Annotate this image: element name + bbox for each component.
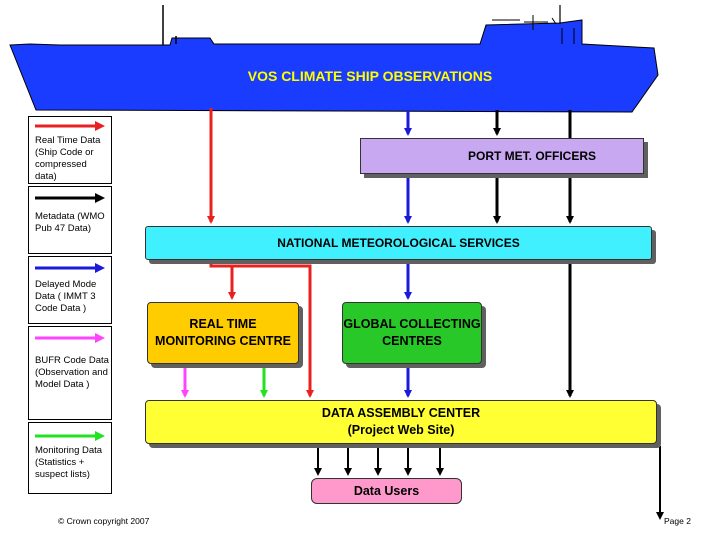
dac-title: DATA ASSEMBLY CENTER xyxy=(321,406,481,420)
legend-item-metadata: Metadata (WMO Pub 47 Data) xyxy=(28,186,112,254)
dac-to-users-arrows xyxy=(314,445,660,476)
green-arrow-icon xyxy=(35,431,105,441)
pink-arrow-icon xyxy=(35,333,105,343)
dac-subtitle: (Project Web Site) xyxy=(347,423,455,437)
blue-arrow-icon xyxy=(35,263,105,273)
port-met-officers-box: PORT MET. OFFICERS xyxy=(360,138,644,174)
black-arrow-icon xyxy=(35,193,105,203)
legend-item-monitoring: Monitoring Data (Statistics + suspect li… xyxy=(28,422,112,494)
legend-label-bufr: BUFR Code Data (Observation and Model Da… xyxy=(35,355,109,390)
page-number: Page 2 xyxy=(664,516,691,526)
national-met-services-box: NATIONAL METEOROLOGICAL SERVICES xyxy=(145,226,652,260)
legend-label-real-time: Real Time Data (Ship Code or compressed … xyxy=(35,135,101,182)
legend-label-delayed: Delayed Mode Data ( IMMT 3 Code Data ) xyxy=(35,279,97,314)
legend-item-delayed: Delayed Mode Data ( IMMT 3 Code Data ) xyxy=(28,256,112,324)
copyright-text: © Crown copyright 2007 xyxy=(58,516,150,526)
legend-label-monitoring: Monitoring Data (Statistics + suspect li… xyxy=(35,445,103,480)
ship-silhouette xyxy=(9,5,659,113)
global-collecting-centres-box: GLOBAL COLLECTING CENTRES xyxy=(342,302,482,364)
legend-item-bufr: BUFR Code Data (Observation and Model Da… xyxy=(28,326,112,420)
ship-title: VOS CLIMATE SHIP OBSERVATIONS xyxy=(247,68,493,84)
legend-item-real-time: Real Time Data (Ship Code or compressed … xyxy=(28,116,112,184)
legend-label-metadata: Metadata (WMO Pub 47 Data) xyxy=(35,211,105,234)
data-assembly-center-box: DATA ASSEMBLY CENTER (Project Web Site) xyxy=(145,400,657,444)
nms-to-dac-realtime-arrow xyxy=(211,264,314,398)
real-time-monitoring-centre-box: REAL TIME MONITORING CENTRE xyxy=(147,302,299,364)
data-users-box: Data Users xyxy=(311,478,462,504)
red-arrow-icon xyxy=(35,121,105,131)
